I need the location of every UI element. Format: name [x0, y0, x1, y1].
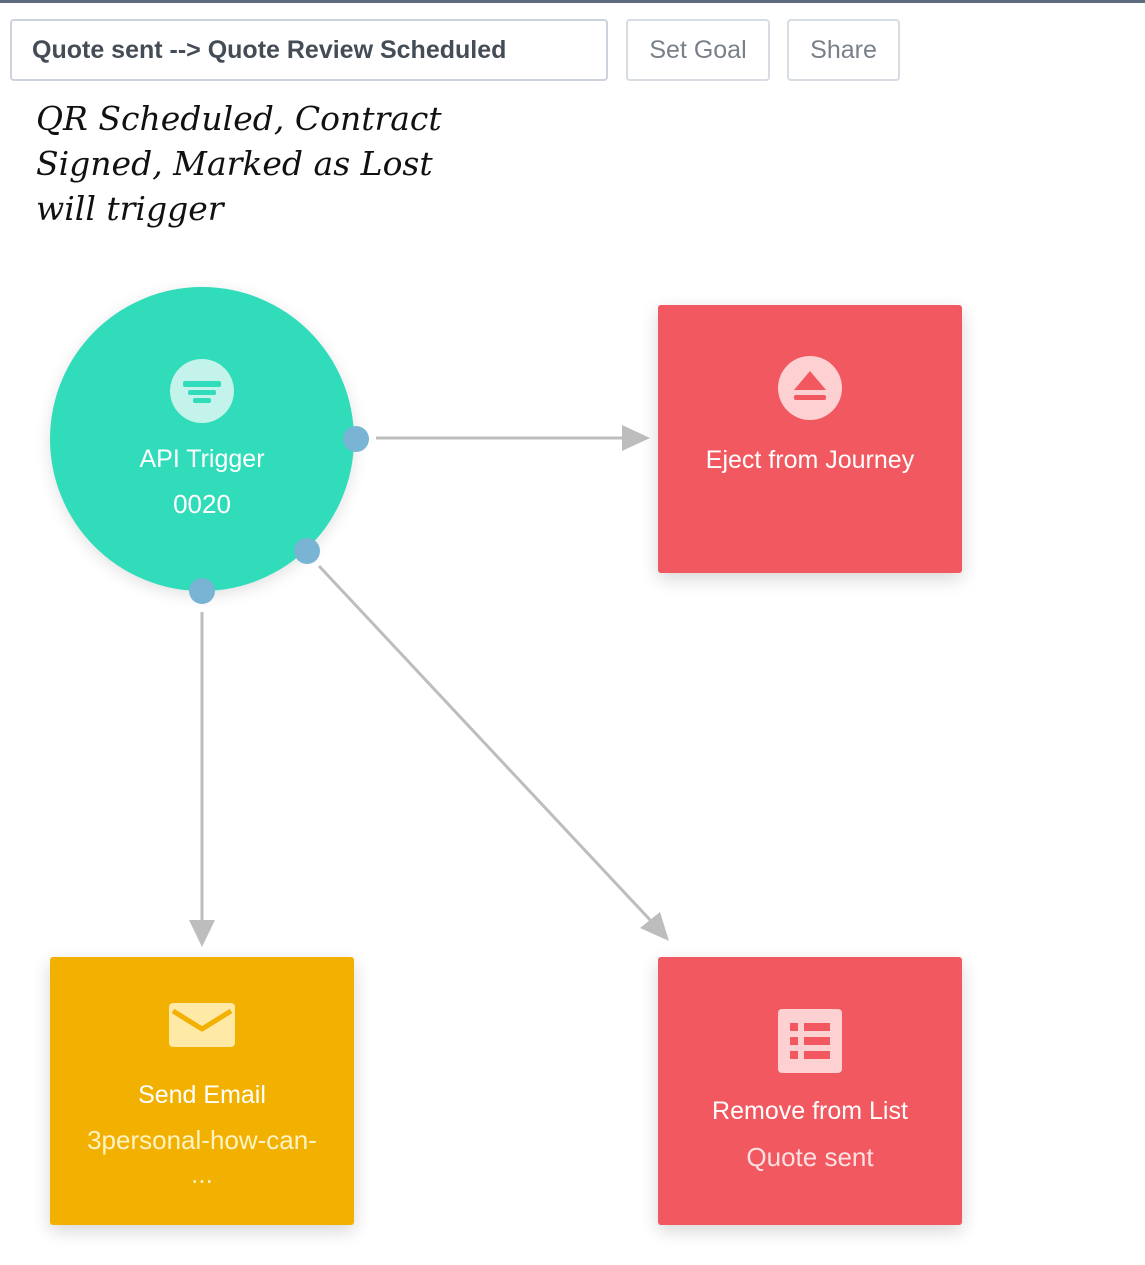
top-rule: [0, 0, 1145, 3]
share-button[interactable]: Share: [787, 19, 900, 81]
eject-icon: [778, 356, 842, 420]
node-title: API Trigger: [139, 445, 265, 473]
arrowhead: [622, 425, 650, 451]
node-title: Send Email: [138, 1081, 266, 1109]
connector-trigger-to-email[interactable]: [189, 612, 215, 947]
node-subtitle-ellipsis: ...: [191, 1159, 213, 1189]
connector-trigger-to-remove[interactable]: [317, 564, 669, 941]
output-port[interactable]: [343, 426, 369, 452]
handwritten-note: QR Scheduled, Contract Signed, Marked as…: [36, 96, 456, 231]
node-subtitle: 3personal-how-can-: [87, 1125, 317, 1155]
node-title: Eject from Journey: [705, 446, 915, 474]
journey-name-input[interactable]: [10, 19, 608, 81]
set-goal-button[interactable]: Set Goal: [626, 19, 770, 81]
remove-from-list-node[interactable]: Remove from List Quote sent: [658, 957, 962, 1225]
output-port[interactable]: [294, 538, 320, 564]
output-port[interactable]: [189, 578, 215, 604]
node-title: Remove from List: [712, 1097, 908, 1125]
arrowhead: [640, 912, 669, 941]
eject-from-journey-node[interactable]: Eject from Journey: [658, 305, 962, 573]
send-email-node[interactable]: Send Email 3personal-how-can- ...: [50, 957, 354, 1225]
filter-icon: [170, 359, 234, 423]
note-line: Signed, Marked as Lost: [36, 144, 433, 183]
connector-trigger-to-eject[interactable]: [376, 425, 650, 451]
node-subtitle: 0020: [173, 489, 231, 519]
node-subtitle: Quote sent: [746, 1142, 874, 1172]
note-line: QR Scheduled, Contract: [36, 99, 442, 138]
envelope-icon: [169, 1003, 235, 1047]
list-icon: [778, 1009, 842, 1073]
note-line: will trigger: [36, 189, 224, 228]
arrowhead: [189, 920, 215, 947]
